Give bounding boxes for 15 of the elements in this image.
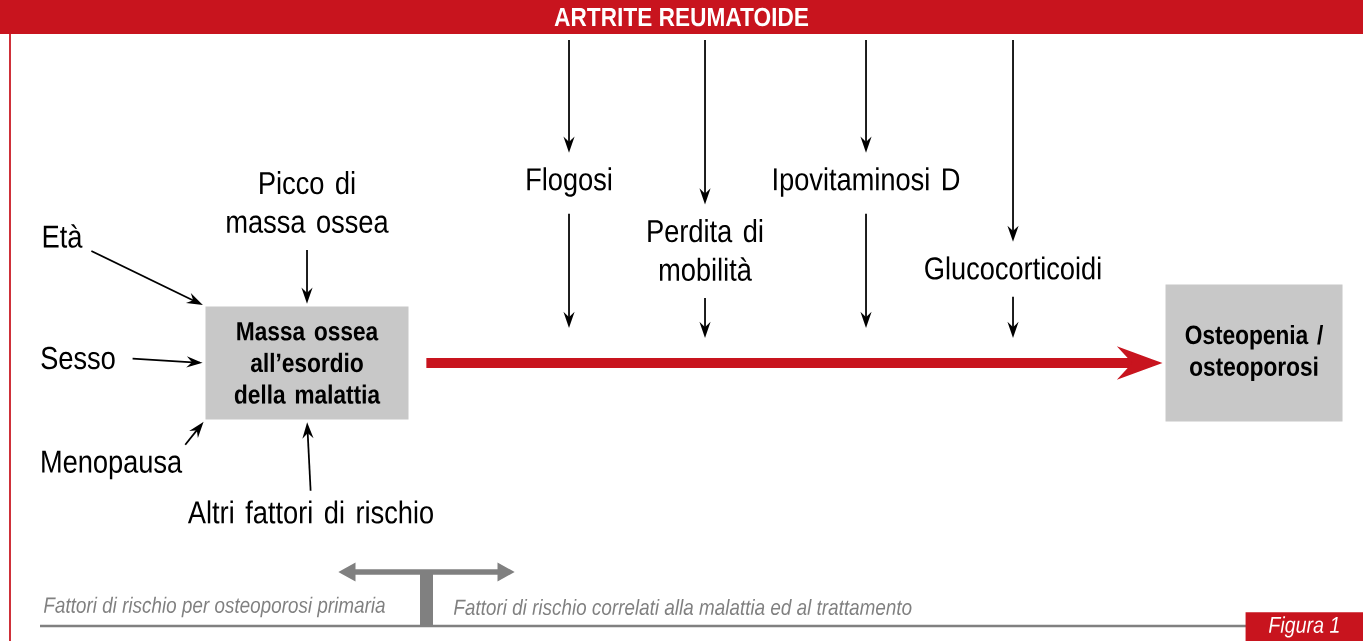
factor-label: Età xyxy=(43,224,83,248)
caption-text: Fattori di rischio per osteoporosi primaria xyxy=(43,596,385,618)
factor-label: Flogosi xyxy=(527,167,611,197)
factor-label: Picco di massa ossea xyxy=(227,171,389,233)
process-box: Massa ossea all’esordio della malattia xyxy=(205,306,409,420)
process-box: Osteopenia / osteoporosi xyxy=(1165,284,1343,422)
factor-label: Altri fattori di rischio xyxy=(187,500,433,524)
figure-tag: Figura 1 xyxy=(1245,612,1363,641)
factor-label: Perdita di mobilità xyxy=(648,219,763,281)
factor-label: Ipovitaminosi D xyxy=(774,167,960,197)
title-band: ARTRITE REUMATOIDE xyxy=(0,0,1363,34)
factor-label: Sesso xyxy=(41,346,115,370)
factor-label: Menopausa xyxy=(42,450,183,480)
factor-label: Glucocorticoidi xyxy=(925,256,1101,280)
caption-text: Fattori di rischio correlati alla malattia ed al trattamento xyxy=(453,598,912,616)
